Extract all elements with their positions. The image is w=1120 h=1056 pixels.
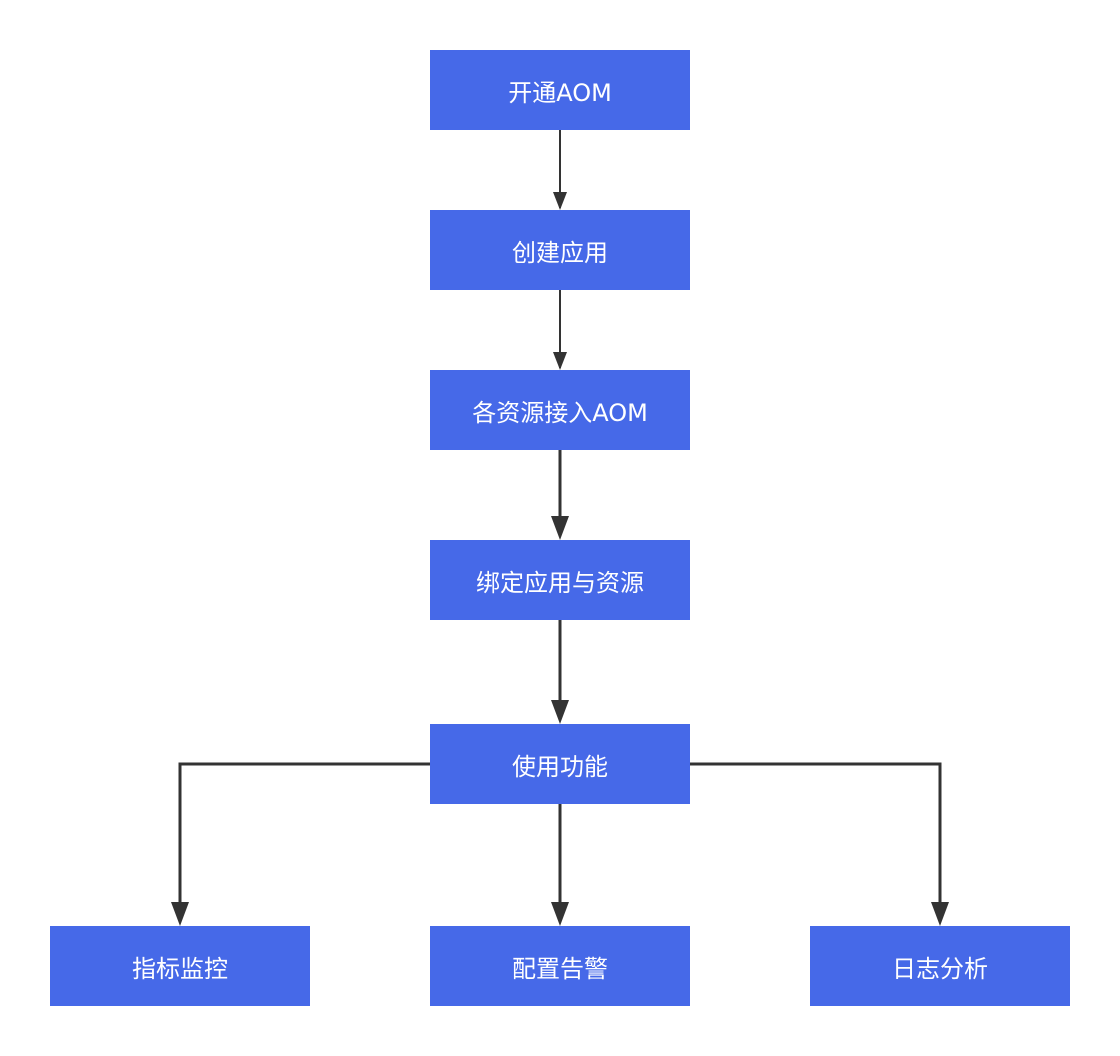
connector-use-to-logs: [690, 762, 942, 922]
node-open-aom: 开通AOM: [430, 50, 690, 130]
node-metric-monitoring-label: 指标监控: [132, 954, 228, 983]
arrowhead-metrics: [171, 902, 189, 926]
arrowhead-alarms: [551, 902, 569, 926]
node-use-features-label: 使用功能: [512, 752, 608, 781]
node-create-app-label: 创建应用: [512, 238, 608, 267]
node-use-features: 使用功能: [430, 724, 690, 804]
arrowhead-create-app: [553, 192, 567, 210]
node-connect-resources: 各资源接入AOM: [430, 370, 690, 450]
arrowhead-use: [551, 700, 569, 724]
node-connect-resources-label: 各资源接入AOM: [472, 398, 648, 427]
node-bind-app-resources-label: 绑定应用与资源: [476, 568, 644, 597]
node-create-app: 创建应用: [430, 210, 690, 290]
node-open-aom-label: 开通AOM: [508, 78, 612, 107]
node-log-analysis: 日志分析: [810, 926, 1070, 1006]
arrowhead-connect: [553, 352, 567, 370]
connector-use-to-metrics: [178, 762, 430, 922]
node-metric-monitoring: 指标监控: [50, 926, 310, 1006]
arrowhead-logs: [931, 902, 949, 926]
arrowhead-bind: [551, 516, 569, 540]
node-configure-alarms: 配置告警: [430, 926, 690, 1006]
node-log-analysis-label: 日志分析: [892, 954, 988, 983]
node-configure-alarms-label: 配置告警: [512, 954, 608, 983]
node-bind-app-resources: 绑定应用与资源: [430, 540, 690, 620]
